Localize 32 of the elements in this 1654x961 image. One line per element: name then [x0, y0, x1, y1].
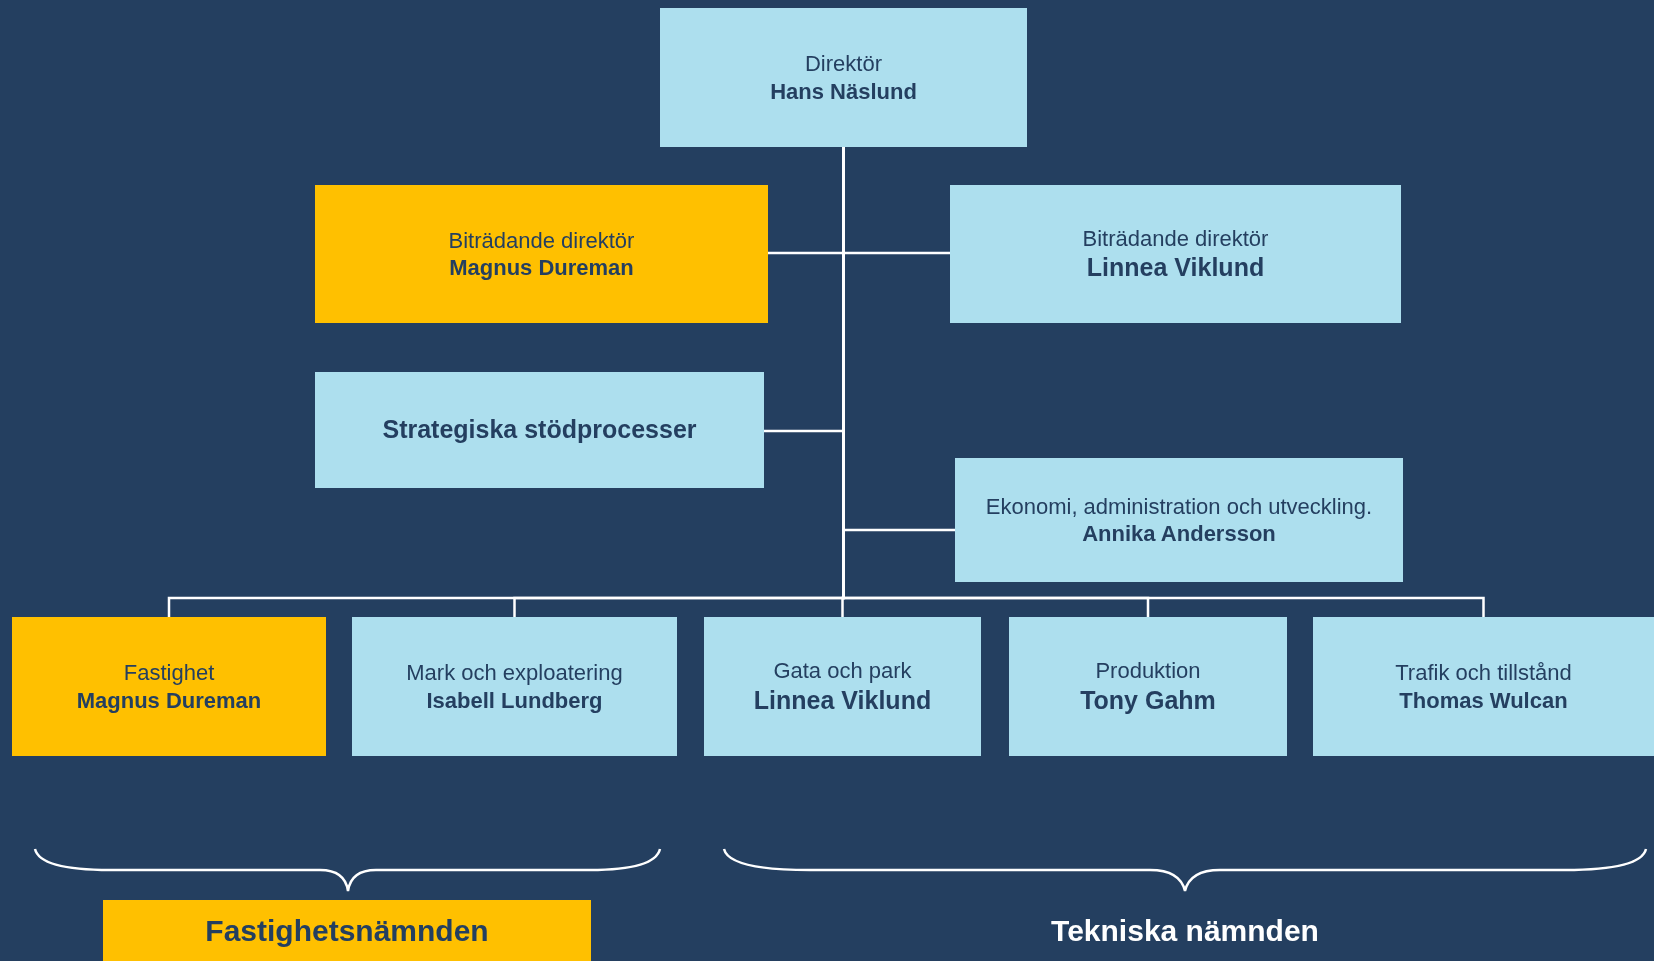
org-box	[955, 458, 1403, 582]
person-name: Hans Näslund	[770, 77, 917, 105]
role-title: Biträdande direktör	[1082, 224, 1269, 253]
highlighted-box	[103, 900, 591, 961]
committee-label: Tekniska nämnden	[1050, 913, 1320, 949]
role-title: Trafik och tillstånd	[1395, 659, 1572, 687]
unit-name: Fastighetsnämnden	[205, 913, 489, 949]
unit-name: Strategiska stödprocesser	[382, 414, 697, 446]
role-title: Produktion	[1095, 657, 1201, 685]
role-title: Ekonomi, administration och utveckling.	[985, 492, 1373, 520]
org-box	[352, 617, 677, 756]
highlighted-box	[315, 185, 768, 323]
org-box	[315, 372, 764, 488]
person-name: Linnea Viklund	[1086, 252, 1265, 284]
org-box	[1313, 617, 1654, 756]
role-title: Biträdande direktör	[448, 226, 635, 254]
org-box	[660, 8, 1027, 147]
highlighted-box	[12, 617, 326, 756]
role-title: Mark och exploatering	[406, 659, 623, 687]
person-name: Magnus Dureman	[76, 686, 262, 714]
role-title: Fastighet	[123, 659, 215, 687]
org-box	[950, 185, 1401, 323]
person-name: Linnea Viklund	[753, 684, 932, 716]
org-box	[1009, 617, 1287, 756]
role-title: Direktör	[805, 50, 882, 78]
person-name: Magnus Dureman	[449, 254, 634, 282]
person-name: Isabell Lundberg	[426, 686, 603, 714]
person-name: Annika Andersson	[1082, 520, 1276, 548]
person-name: Tony Gahm	[1080, 684, 1216, 716]
role-title: Gata och park	[773, 657, 912, 685]
person-name: Thomas Wulcan	[1399, 686, 1568, 714]
org-box	[704, 617, 981, 756]
